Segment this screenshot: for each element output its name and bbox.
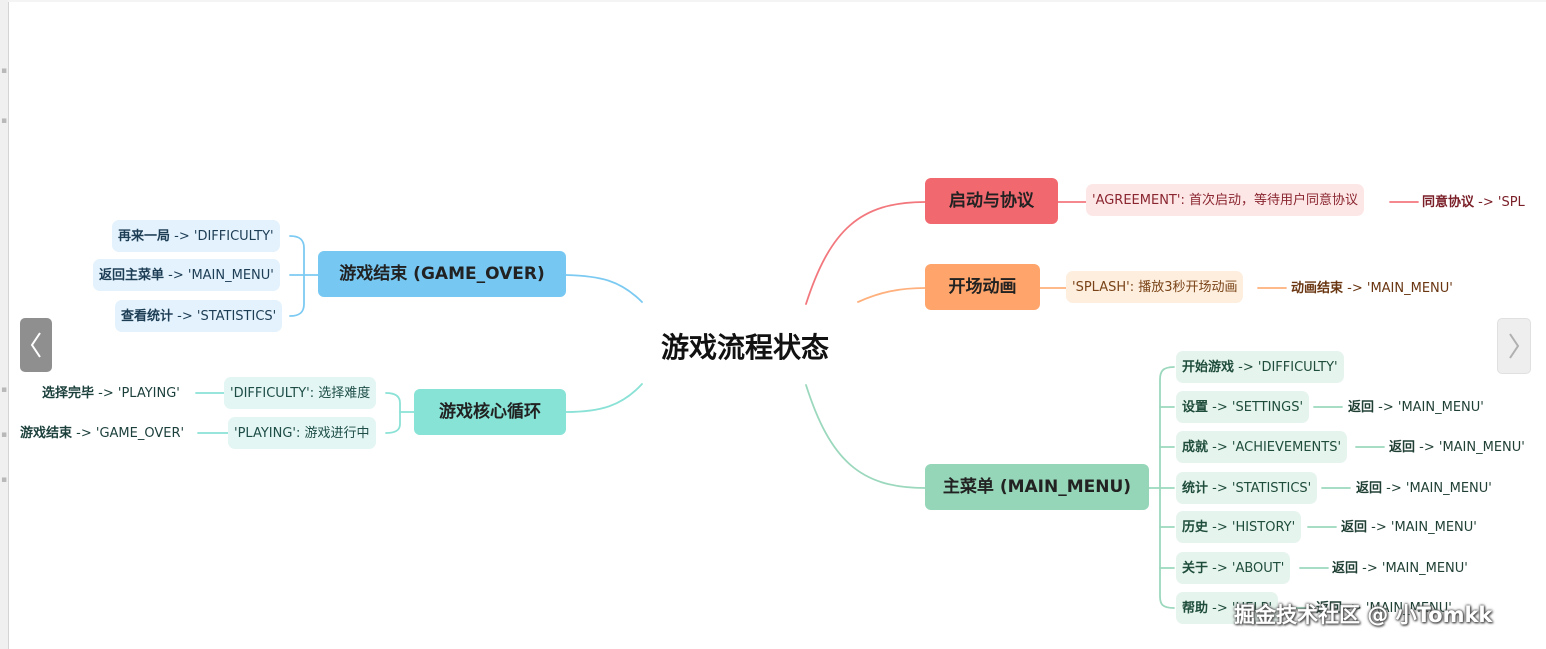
startup-event: 同意协议 [1422, 194, 1475, 210]
branch-core-loop[interactable]: 游戏核心循环 [414, 389, 566, 435]
menu-item-start[interactable]: 开始游戏 -> 'DIFFICULTY' [1176, 351, 1344, 383]
menu-back-statistics[interactable]: 返回 -> 'MAIN_MENU' [1356, 478, 1492, 498]
game-over-target: -> 'DIFFICULTY' [174, 228, 274, 244]
game-over-item-main-menu[interactable]: 返回主菜单 -> 'MAIN_MENU' [93, 259, 280, 291]
back-target: -> 'MAIN_MENU' [1386, 480, 1492, 496]
game-over-target: -> 'MAIN_MENU' [168, 267, 274, 283]
side-mark: ▪ [0, 385, 8, 395]
back-event: 返回 [1341, 519, 1368, 535]
menu-item-target: -> 'DIFFICULTY' [1238, 359, 1338, 375]
splash-transition[interactable]: 动画结束 -> 'MAIN_MENU' [1291, 278, 1453, 298]
root-title: 游戏流程状态 [660, 331, 829, 364]
menu-item-event: 开始游戏 [1182, 359, 1235, 375]
back-event: 返回 [1356, 480, 1383, 496]
chevron-right-icon [1509, 333, 1520, 359]
menu-item-history[interactable]: 历史 -> 'HISTORY' [1176, 511, 1302, 543]
back-target: -> 'MAIN_MENU' [1346, 600, 1452, 616]
menu-item-achievements[interactable]: 成就 -> 'ACHIEVEMENTS' [1176, 431, 1348, 463]
core-target: -> 'PLAYING' [98, 385, 180, 401]
menu-item-target: -> 'HISTORY' [1212, 519, 1296, 535]
back-event: 返回 [1332, 560, 1359, 576]
menu-item-settings[interactable]: 设置 -> 'SETTINGS' [1176, 391, 1310, 423]
top-rule [8, 0, 1546, 2]
core-state-playing[interactable]: 'PLAYING': 游戏进行中 [228, 417, 376, 449]
back-target: -> 'MAIN_MENU' [1419, 439, 1525, 455]
menu-item-about[interactable]: 关于 -> 'ABOUT' [1176, 552, 1291, 584]
menu-item-help[interactable]: 帮助 -> 'HELP' [1176, 592, 1279, 624]
watermark: 掘金技术社区 @ 小Tomkk [1234, 603, 1493, 627]
side-mark: ▪ [0, 430, 8, 440]
back-event: 返回 [1348, 399, 1375, 415]
game-over-event: 再来一局 [118, 228, 171, 244]
splash-event: 动画结束 [1291, 280, 1344, 296]
game-over-item-statistics[interactable]: 查看统计 -> 'STATISTICS' [115, 300, 283, 332]
core-transition-playing[interactable]: 游戏结束 -> 'GAME_OVER' [20, 423, 184, 443]
game-over-event: 查看统计 [121, 308, 174, 324]
branch-splash[interactable]: 开场动画 [925, 264, 1040, 310]
menu-item-target: -> 'ACHIEVEMENTS' [1212, 439, 1342, 455]
back-target: -> 'MAIN_MENU' [1362, 560, 1468, 576]
menu-item-event: 关于 [1182, 560, 1209, 576]
menu-back-achievements[interactable]: 返回 -> 'MAIN_MENU' [1389, 437, 1525, 457]
back-event: 返回 [1316, 600, 1343, 616]
menu-item-event: 历史 [1182, 519, 1209, 535]
menu-item-event: 成就 [1182, 439, 1209, 455]
menu-item-event: 统计 [1182, 480, 1209, 496]
core-transition-difficulty[interactable]: 选择完毕 -> 'PLAYING' [42, 383, 180, 403]
menu-item-target: -> 'HELP' [1212, 600, 1273, 616]
page-edge [0, 0, 9, 649]
game-over-item-retry[interactable]: 再来一局 -> 'DIFFICULTY' [112, 220, 280, 252]
core-event: 选择完毕 [42, 385, 95, 401]
splash-target: -> 'MAIN_MENU' [1347, 280, 1453, 296]
startup-state[interactable]: 'AGREEMENT': 首次启动，等待用户同意协议 [1086, 184, 1364, 216]
branch-game-over[interactable]: 游戏结束 (GAME_OVER) [318, 251, 566, 297]
menu-item-event: 设置 [1182, 399, 1209, 415]
menu-item-statistics[interactable]: 统计 -> 'STATISTICS' [1176, 472, 1318, 504]
back-event: 返回 [1389, 439, 1416, 455]
back-target: -> 'MAIN_MENU' [1371, 519, 1477, 535]
prev-slide-button[interactable] [20, 318, 52, 372]
menu-item-event: 帮助 [1182, 600, 1209, 616]
menu-back-about[interactable]: 返回 -> 'MAIN_MENU' [1332, 558, 1468, 578]
menu-item-target: -> 'ABOUT' [1212, 560, 1285, 576]
core-event: 游戏结束 [20, 425, 73, 441]
startup-target: -> 'SPL [1478, 194, 1525, 210]
branch-startup[interactable]: 启动与协议 [925, 178, 1058, 224]
menu-back-history[interactable]: 返回 -> 'MAIN_MENU' [1341, 517, 1477, 537]
side-mark: ▪ [0, 116, 8, 126]
core-state-difficulty[interactable]: 'DIFFICULTY': 选择难度 [224, 377, 377, 409]
game-over-target: -> 'STATISTICS' [177, 308, 277, 324]
back-target: -> 'MAIN_MENU' [1378, 399, 1484, 415]
branch-main-menu[interactable]: 主菜单 (MAIN_MENU) [925, 464, 1149, 510]
next-slide-button[interactable] [1497, 318, 1531, 374]
game-over-event: 返回主菜单 [99, 267, 165, 283]
menu-item-target: -> 'SETTINGS' [1212, 399, 1304, 415]
startup-transition[interactable]: 同意协议 -> 'SPL [1422, 192, 1525, 212]
menu-item-target: -> 'STATISTICS' [1212, 480, 1312, 496]
splash-state[interactable]: 'SPLASH': 播放3秒开场动画 [1066, 271, 1244, 303]
core-target: -> 'GAME_OVER' [76, 425, 185, 441]
side-mark: ▪ [0, 475, 8, 485]
menu-back-help[interactable]: 返回 -> 'MAIN_MENU' [1316, 598, 1452, 618]
chevron-left-icon [30, 332, 41, 358]
side-mark: ▪ [0, 66, 8, 76]
menu-back-settings[interactable]: 返回 -> 'MAIN_MENU' [1348, 397, 1484, 417]
